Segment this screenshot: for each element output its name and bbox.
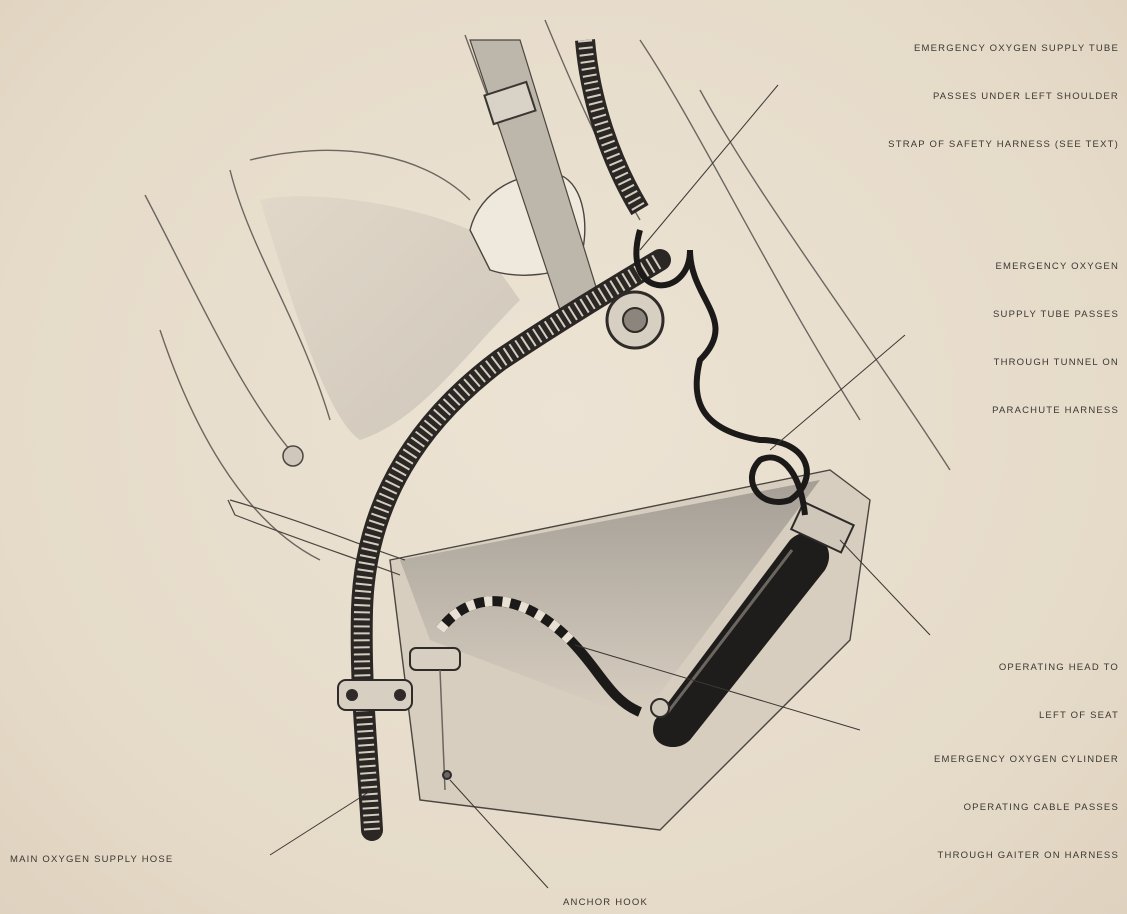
label-line: OPERATING CABLE PASSES: [934, 800, 1119, 816]
label-main-hose: MAIN OXYGEN SUPPLY HOSE: [10, 852, 173, 868]
label-line: STRAP OF SAFETY HARNESS (SEE TEXT): [888, 137, 1119, 153]
hose-clip: [338, 680, 412, 710]
label-tube-tunnel: EMERGENCY OXYGEN SUPPLY TUBE PASSES THRO…: [992, 227, 1119, 451]
label-line: EMERGENCY OXYGEN CYLINDER: [934, 752, 1119, 768]
breathing-tube: [585, 40, 640, 210]
label-line: OPERATING HEAD TO: [999, 660, 1119, 676]
label-line: THROUGH GAITER ON HARNESS: [934, 848, 1119, 864]
label-line: PARACHUTE HARNESS: [992, 403, 1119, 419]
seat-box: [228, 470, 870, 830]
label-line: EMERGENCY OXYGEN: [992, 259, 1119, 275]
label-line: PASSES UNDER LEFT SHOULDER: [888, 89, 1119, 105]
label-anchor-hook: ANCHOR HOOK: [563, 895, 648, 911]
label-line: EMERGENCY OXYGEN SUPPLY TUBE: [888, 41, 1119, 57]
label-tube-shoulder: EMERGENCY OXYGEN SUPPLY TUBE PASSES UNDE…: [888, 9, 1119, 185]
emergency-supply-tube: [636, 230, 806, 515]
label-line: THROUGH TUNNEL ON: [992, 355, 1119, 371]
label-cylinder-cable: EMERGENCY OXYGEN CYLINDER OPERATING CABL…: [934, 720, 1119, 896]
jacket-button: [283, 446, 303, 466]
label-line: SUPPLY TUBE PASSES: [992, 307, 1119, 323]
